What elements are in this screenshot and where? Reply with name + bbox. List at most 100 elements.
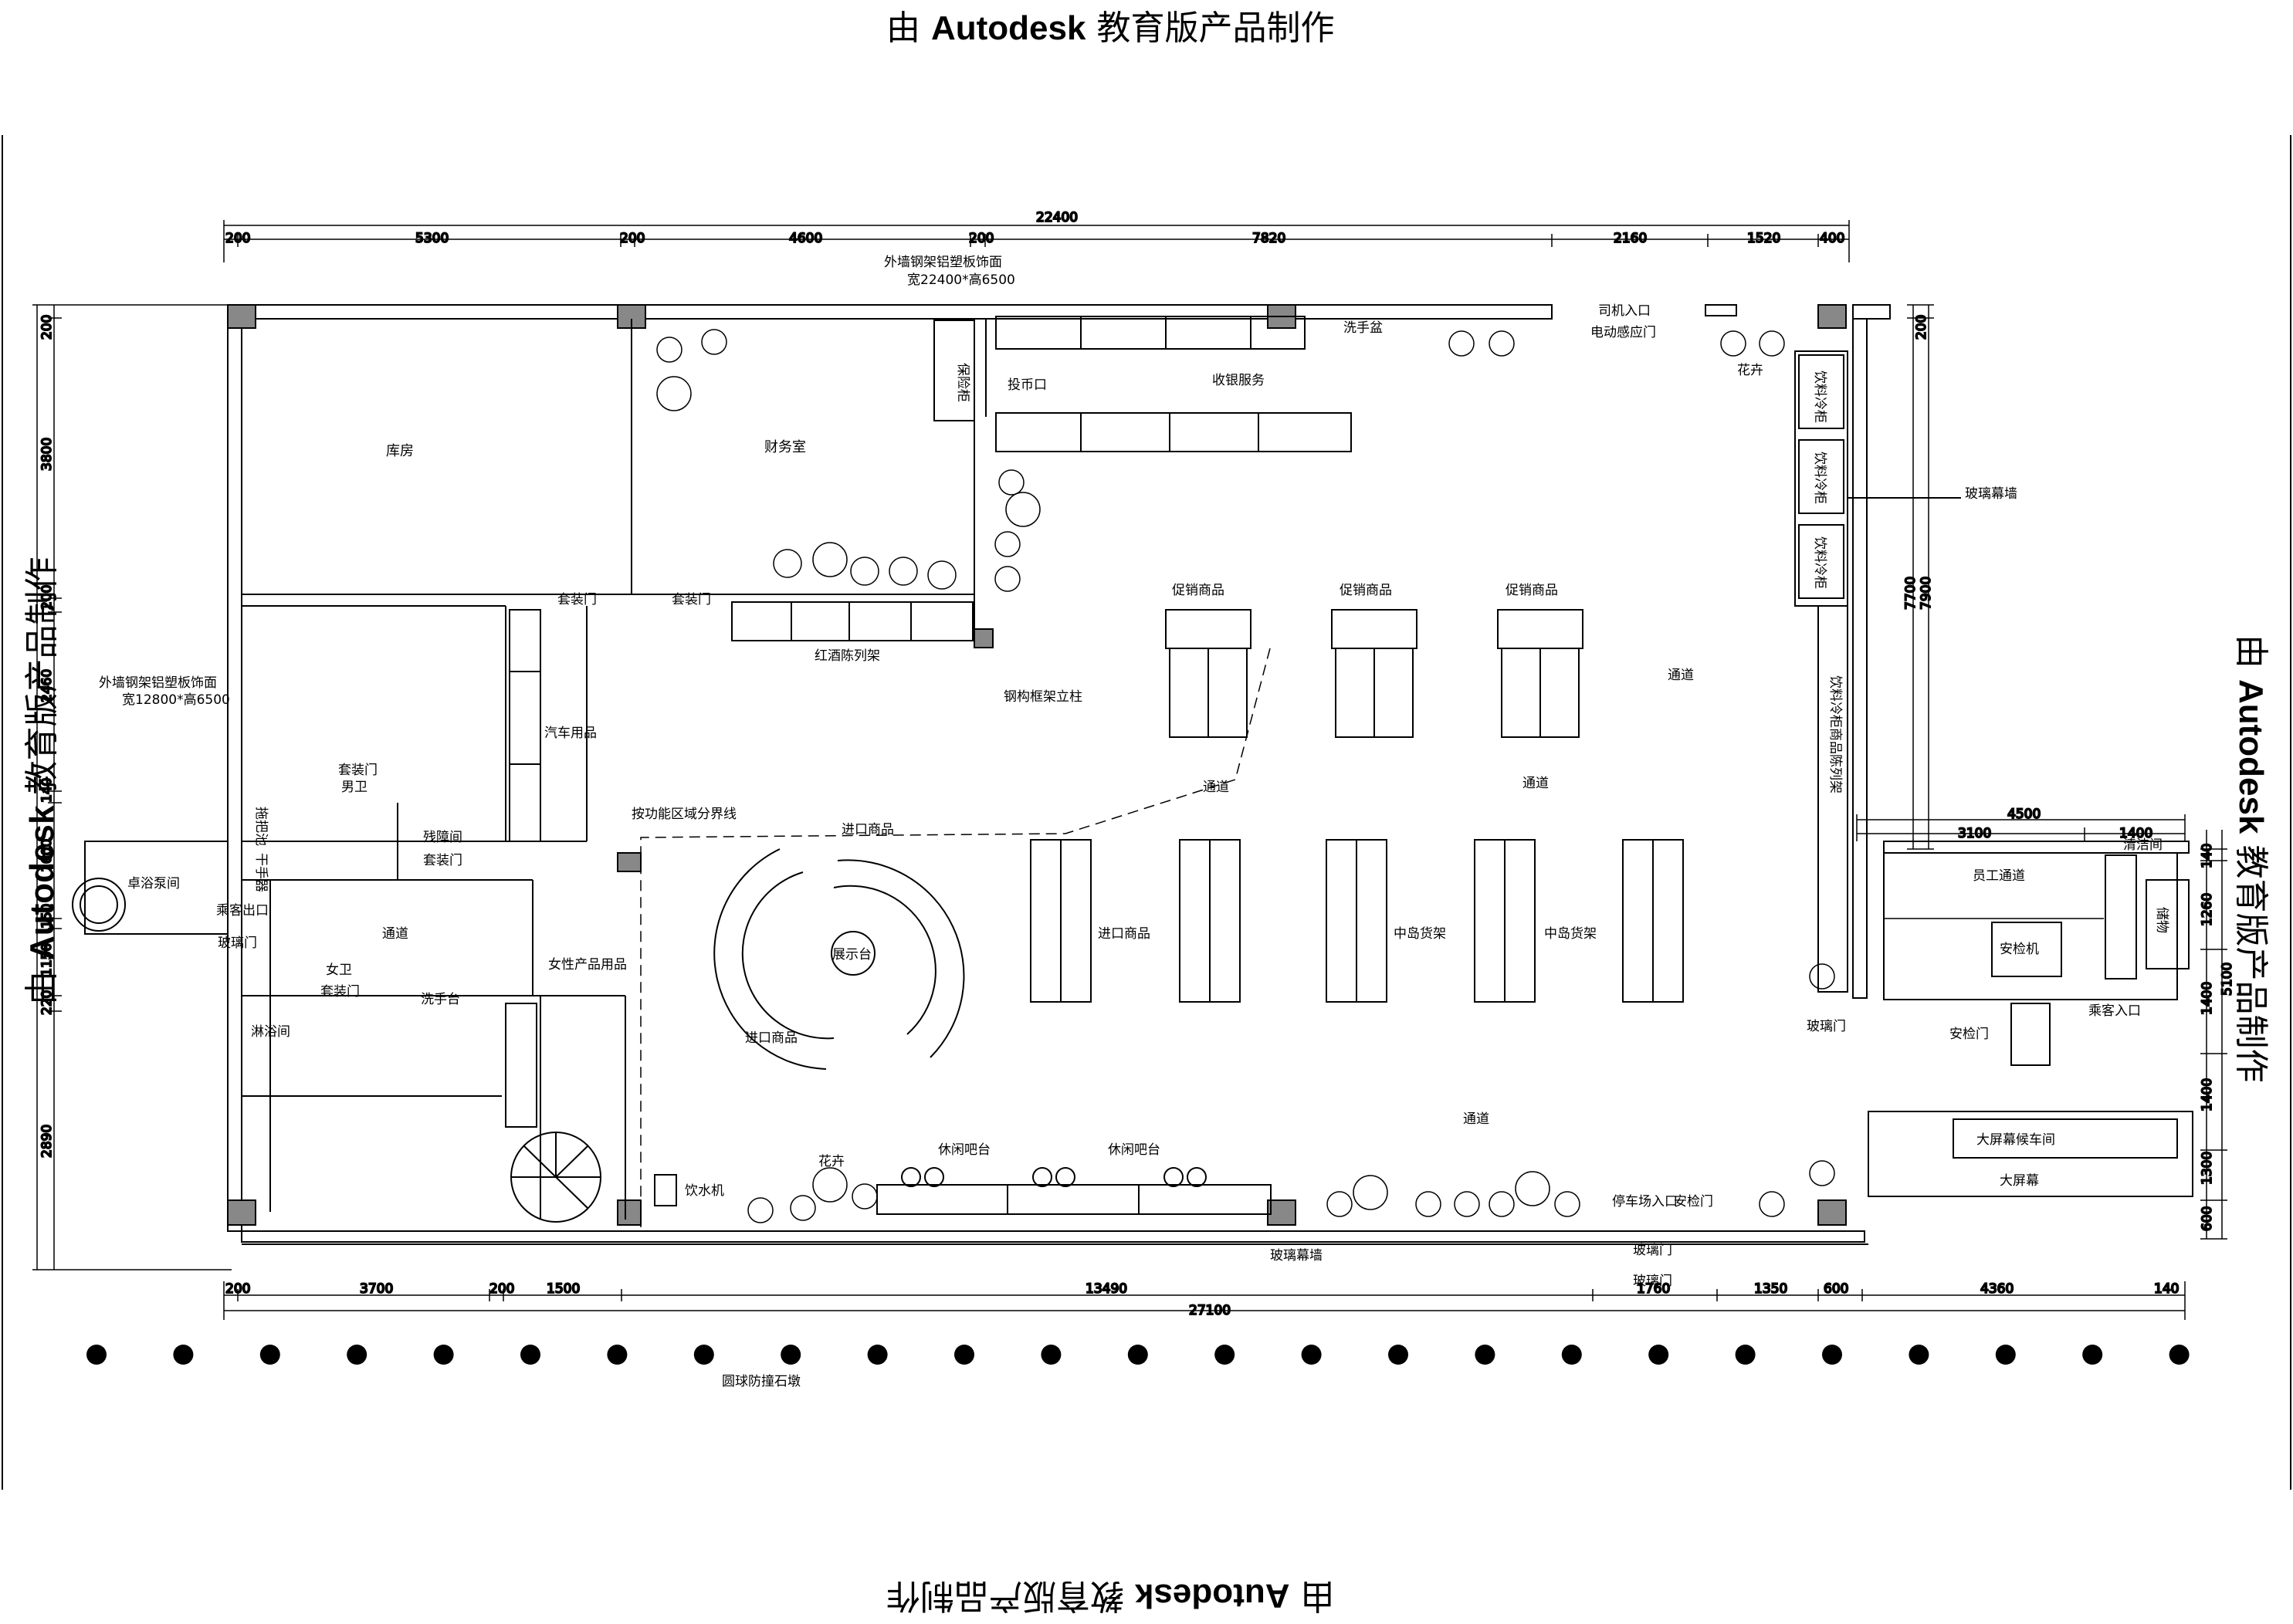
dim-bottom-7: 600 — [1824, 1281, 1848, 1297]
import-2-label: 进口商品 — [745, 1030, 798, 1046]
dim-left-8: 220 — [39, 990, 55, 1015]
wine-rack — [731, 601, 974, 641]
facade-top-label: 外墙钢架铝塑板饰面 — [884, 255, 1002, 270]
bollard — [259, 1345, 280, 1365]
dim-bottom-4: 13490 — [1086, 1281, 1127, 1297]
steel-column-label: 钢构框架立柱 — [1004, 689, 1082, 705]
dim-right-mid-1: 1400 — [2119, 826, 2152, 841]
left-dimensions — [32, 304, 232, 1270]
sink-label: 洗手盆 — [1343, 320, 1383, 336]
bollard — [1909, 1345, 1929, 1365]
rest-bar — [876, 1167, 1272, 1215]
dim-top-1: 5300 — [415, 231, 449, 246]
auto-supplies-label: 汽车用品 — [544, 726, 597, 741]
water-dispenser-label: 饮水机 — [685, 1183, 724, 1199]
flowers-bottom-label: 花卉 — [818, 1154, 845, 1169]
suit-door-1-label: 套装门 — [557, 592, 597, 607]
dim-left-3: 2460 — [39, 669, 55, 702]
promo-1-label: 促销商品 — [1172, 583, 1224, 598]
plants — [656, 329, 1835, 1223]
dim-left-7: 1150 — [39, 943, 55, 976]
parking-entry-label: 停车场入口 — [1612, 1194, 1678, 1210]
passenger-exit-label: 乘客出口 — [216, 903, 269, 919]
bollard — [433, 1345, 454, 1365]
bollard — [1735, 1345, 1756, 1365]
dim-top-8: 400 — [1820, 231, 1844, 246]
facade-top-size: 宽22400*高6500 — [907, 272, 1015, 288]
dim-bottom-total: 27100 — [1189, 1303, 1231, 1318]
mid-rack-2-label: 中岛货架 — [1544, 926, 1597, 942]
dim-right-side-4: 1300 — [2200, 1152, 2215, 1185]
channel-2-label: 通道 — [1203, 780, 1229, 795]
mid-racks — [1030, 839, 1684, 1003]
right-cooler-cabinets — [1794, 350, 1961, 993]
spiral-stair — [510, 1132, 601, 1223]
finance-label: 财务室 — [764, 439, 806, 455]
mop-label: 拖把池 — [253, 807, 269, 846]
right-mid-dimensions — [1856, 814, 2186, 841]
dim-bottom-6: 1350 — [1754, 1281, 1787, 1297]
top-dimensions — [223, 220, 1850, 262]
water-dispenser-box — [654, 1174, 677, 1206]
dim-bottom-8: 4360 — [1980, 1281, 2014, 1297]
dim-right-side-0: 140 — [2200, 844, 2215, 868]
dim-right-side-5: 600 — [2200, 1206, 2215, 1231]
bollard — [2082, 1345, 2103, 1365]
bollard — [1301, 1345, 1322, 1365]
bollard — [1995, 1345, 2016, 1365]
watermark-top: 由 Autodesk 教育版产品制作 — [886, 8, 1335, 48]
bollard — [1041, 1345, 1062, 1365]
circular-display — [713, 848, 965, 1070]
bollard — [1561, 1345, 1582, 1365]
security-area — [1868, 841, 2193, 1197]
dim-right-side-6: 5100 — [2220, 963, 2235, 996]
import-1-label: 进口商品 — [842, 822, 894, 837]
passenger-entry-label: 乘客入口 — [2088, 1003, 2141, 1019]
women-label: 女卫 — [326, 963, 352, 978]
pump-room-label: 卓浴泵间 — [127, 876, 180, 892]
mid-rack-1-label: 中岛货架 — [1394, 926, 1446, 942]
snack-display-label: 展示台 — [832, 947, 872, 963]
dim-left-6: 150 — [39, 904, 55, 929]
channel-3-label: 通道 — [1522, 776, 1549, 791]
dim-left-1: 3800 — [39, 438, 55, 471]
columns — [227, 304, 1847, 1226]
bollard — [693, 1345, 714, 1365]
dim-right-side-3: 1400 — [2200, 1078, 2215, 1111]
flowers-top-label: 花卉 — [1737, 363, 1763, 378]
bollard — [867, 1345, 888, 1365]
bollard — [520, 1345, 540, 1365]
dim-bottom-0: 200 — [225, 1281, 250, 1297]
glass-door-2-label: 玻璃门 — [1807, 1019, 1846, 1034]
dim-top-4: 200 — [969, 231, 994, 246]
dim-top-3: 4600 — [789, 231, 822, 246]
dim-right-0: 200 — [1914, 315, 1929, 340]
wine-rack-label: 红酒陈列架 — [815, 648, 880, 664]
bollard — [1648, 1345, 1669, 1365]
bollards — [86, 1345, 2190, 1365]
interior-walls — [242, 319, 987, 1220]
promo-3-label: 促销商品 — [1506, 583, 1558, 598]
bollard — [607, 1345, 628, 1365]
glass-door-3-label: 玻璃门 — [1633, 1243, 1672, 1258]
bollard — [1214, 1345, 1235, 1365]
security-machine-label: 安检机 — [2000, 942, 2039, 957]
pump-room — [72, 841, 229, 935]
rest-bar-2-label: 休闲吧台 — [1108, 1142, 1160, 1158]
suit-door-5-label: 套装门 — [320, 984, 360, 1000]
dim-top-5: 7820 — [1252, 231, 1285, 246]
labels: 外墙钢架铝塑板饰面 宽22400*高6500 外墙钢架铝塑板饰面 宽12800*… — [99, 255, 2169, 1389]
bollard — [1475, 1345, 1495, 1365]
staff-channel-label: 员工通道 — [1973, 868, 2025, 884]
cleaner-label: 清洁间 — [2123, 837, 2163, 853]
suit-door-2-label: 套装门 — [672, 592, 711, 607]
dim-right-mid-0: 3100 — [1958, 826, 1991, 841]
import-3-label: 进口商品 — [1098, 926, 1150, 942]
dim-top-6: 2160 — [1614, 231, 1647, 246]
dim-bottom-3: 1500 — [547, 1281, 580, 1297]
dim-right-2: 7900 — [1919, 577, 1934, 610]
storage-box-label: 储物 — [2154, 907, 2169, 933]
auto-supply-shelf — [509, 609, 541, 842]
hand-dryer-label: 干手器 — [253, 853, 269, 892]
